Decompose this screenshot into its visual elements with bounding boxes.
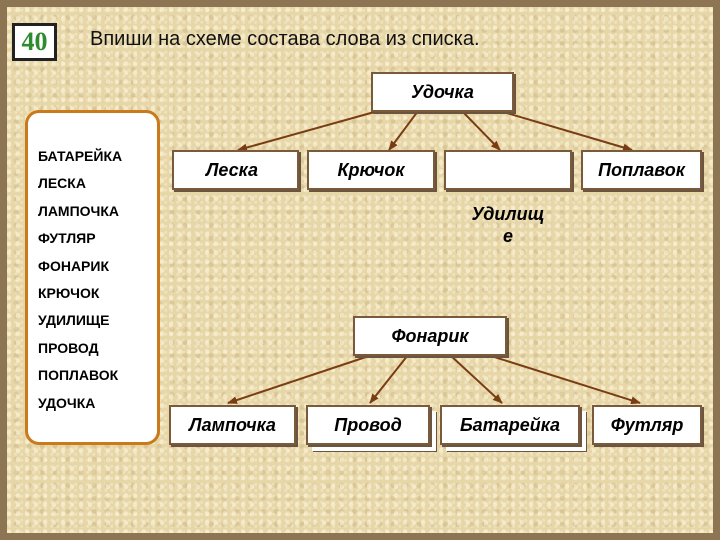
node-provod[interactable]: Провод — [306, 405, 430, 445]
node-futlyar[interactable]: Футляр — [592, 405, 702, 445]
node-label: Батарейка — [459, 415, 561, 435]
node-batareyka[interactable]: Батарейка — [440, 405, 580, 445]
node-label: Крючок — [337, 160, 405, 180]
node-label: Удилищ е — [471, 204, 545, 246]
node-label: Поплавок — [598, 160, 685, 180]
node-label: Провод — [334, 415, 402, 435]
word-list-item: ФУТЛЯР — [38, 230, 96, 247]
node-label: Леска — [206, 160, 258, 180]
word-list-panel: БАТАРЕЙКА ЛЕСКА ЛАМПОЧКА ФУТЛЯР ФОНАРИК … — [25, 110, 160, 445]
arrow-fonarik-batareyka — [449, 354, 503, 404]
page-background — [7, 7, 713, 533]
word-list-item: ПРОВОД — [38, 339, 99, 356]
node-leska[interactable]: Леска — [172, 150, 299, 190]
word-list-item: ФОНАРИК — [38, 257, 110, 274]
instruction-text: Впиши на схеме состава слова из списка. — [90, 28, 480, 50]
node-udochka: Удочка — [371, 72, 514, 112]
arrow-udochka-leska — [237, 110, 379, 152]
arrow-udochka-kryuchok — [388, 110, 419, 151]
arrow-fonarik-provod — [369, 354, 409, 404]
arrow-fonarik-futlyar — [487, 354, 641, 405]
node-label: Футляр — [610, 415, 684, 435]
word-list-item: УДОЧКА — [38, 394, 96, 411]
node-udilishche[interactable]: Удилищ е — [444, 150, 572, 246]
node-label: Фонарик — [391, 326, 469, 346]
node-poplavok[interactable]: Поплавок — [581, 150, 702, 190]
node-kryuchok[interactable]: Крючок — [307, 150, 435, 190]
arrow-udochka-poplavok — [499, 110, 633, 152]
arrow-udochka-udilishche — [461, 110, 501, 151]
word-list-item: БАТАРЕЙКА — [38, 148, 123, 164]
node-label: Удочка — [411, 82, 474, 102]
word-list-item: ПОПЛАВОК — [38, 367, 119, 384]
word-list-item: ЛАМПОЧКА — [38, 202, 120, 219]
node-label: Лампочка — [189, 415, 276, 435]
word-list-item: КРЮЧОК — [38, 284, 100, 301]
word-list-item: УДИЛИЩЕ — [38, 312, 110, 329]
node-lampochka[interactable]: Лампочка — [169, 405, 296, 445]
word-list-item: ЛЕСКА — [38, 175, 86, 192]
arrow-fonarik-lampochka — [227, 354, 373, 404]
node-fonarik: Фонарик — [353, 316, 507, 356]
task-number-badge: 40 — [12, 23, 57, 61]
